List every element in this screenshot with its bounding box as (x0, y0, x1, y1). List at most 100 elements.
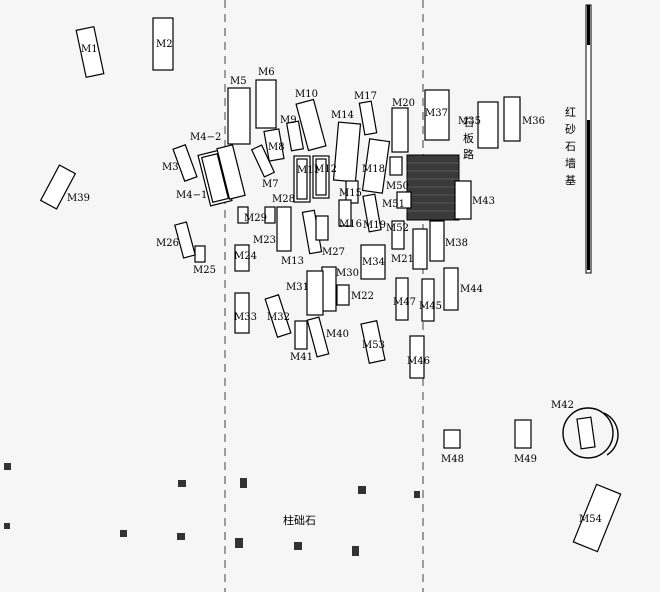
burial-label-m4-1: M4−1 (176, 190, 207, 201)
burial-label-m28: M28 (272, 194, 295, 205)
burial-label-m9: M9 (280, 115, 297, 126)
burial-m18 (361, 138, 391, 194)
burial-m40 (306, 316, 330, 358)
burial-m33 (234, 292, 250, 334)
burial-label-m36: M36 (522, 116, 545, 127)
burial-m34 (360, 244, 386, 280)
burial-m39 (39, 164, 77, 210)
burial-m52 (391, 220, 405, 250)
burial-m4-1-inner (200, 153, 230, 203)
burial-m41 (294, 320, 308, 350)
burial-m26 (174, 221, 196, 259)
burial-label-m53: M53 (362, 340, 385, 351)
burial-m11-inner (296, 158, 308, 200)
burial-m35 (477, 101, 499, 149)
burial-label-m6: M6 (258, 67, 275, 78)
burial-label-m46: M46 (407, 356, 430, 367)
pillar-base-label: 柱础石 (283, 513, 316, 527)
burial-m50 (389, 156, 403, 176)
wall-foundation-label: 红砂石墙基 (565, 106, 576, 187)
burial-label-m39: M39 (67, 193, 90, 204)
burial-m38 (429, 220, 445, 262)
burial-label-m32: M32 (267, 312, 290, 323)
burial-m6 (255, 79, 277, 129)
burial-m9 (285, 120, 305, 152)
burial-label-m2: M2 (156, 39, 173, 50)
burial-label-m47: M47 (393, 297, 416, 308)
burial-label-m29: M29 (244, 213, 267, 224)
burial-m17 (358, 100, 378, 136)
burial-label-m14: M14 (331, 110, 354, 121)
burial-label-m54: M54 (579, 514, 602, 525)
burial-m15 (345, 180, 359, 204)
burial-label-m35: M35 (458, 116, 481, 127)
burial-m8 (263, 128, 285, 162)
burial-m54 (572, 483, 622, 553)
burial-m47 (395, 277, 409, 321)
burial-label-m30: M30 (336, 268, 359, 279)
burial-m30 (321, 266, 337, 312)
burial-label-m20: M20 (392, 98, 415, 109)
burial-m31 (306, 270, 324, 316)
burial-m21 (412, 228, 428, 270)
burial-label-m41: M41 (290, 352, 313, 363)
burial-m19 (362, 193, 382, 233)
burial-label-m10: M10 (295, 89, 318, 100)
burial-m1 (75, 25, 105, 79)
burial-label-m21: M21 (391, 254, 414, 265)
burial-label-m25: M25 (193, 265, 216, 276)
burial-m25 (194, 245, 206, 263)
burial-label-m27: M27 (322, 247, 345, 258)
stone-road (406, 154, 460, 221)
burial-m28 (264, 206, 276, 224)
burial-m4-2 (216, 144, 246, 200)
pillar-base-stones (4, 463, 420, 556)
burial-label-m7: M7 (262, 179, 279, 190)
burial-label-m50: M50 (386, 181, 409, 192)
burial-label-m48: M48 (441, 454, 464, 465)
burial-label-m49: M49 (514, 454, 537, 465)
burial-label-m18: M18 (362, 164, 385, 175)
burial-label-m52: M52 (386, 223, 409, 234)
burial-m12-inner (315, 158, 327, 196)
burial-m5 (227, 87, 251, 145)
burial-label-m22: M22 (351, 291, 374, 302)
burial-m42 (576, 416, 596, 450)
burial-m27 (315, 215, 329, 241)
burial-label-m51: M51 (382, 199, 405, 210)
burial-m16 (338, 199, 352, 227)
burial-m10 (295, 98, 327, 152)
burial-m53 (360, 320, 386, 364)
burial-label-m38: M38 (445, 238, 468, 249)
burial-pits (39, 17, 622, 553)
m42-circle (562, 407, 619, 459)
burial-label-m16: M16 (339, 219, 362, 230)
burial-m2 (152, 17, 174, 71)
burial-label-m44: M44 (460, 284, 483, 295)
burial-m37 (424, 89, 450, 141)
wall-foundation (585, 4, 592, 274)
burial-m49 (514, 419, 532, 449)
burial-label-m45: M45 (419, 301, 442, 312)
burial-label-m24: M24 (234, 251, 257, 262)
burial-label-m31: M31 (286, 282, 309, 293)
burial-label-m17: M17 (354, 91, 377, 102)
burial-label-m5: M5 (230, 76, 247, 87)
burial-label-m4-2: M4−2 (190, 132, 221, 143)
burial-label-m1: M1 (81, 44, 98, 55)
burial-m32 (264, 294, 292, 338)
burial-m51 (396, 191, 412, 209)
burial-m48 (443, 429, 461, 449)
burial-m3 (172, 144, 198, 182)
burial-label-m42: M42 (551, 400, 574, 411)
burial-label-m8: M8 (268, 142, 285, 153)
burial-m14 (332, 121, 362, 183)
burial-m36 (503, 96, 521, 142)
burial-label-m12: M12 (314, 164, 337, 175)
burial-label-m37: M37 (425, 108, 448, 119)
burial-m29 (237, 206, 249, 224)
stone-road-label: 石板路 (463, 116, 474, 161)
burial-m20 (391, 107, 409, 153)
burial-label-m11: M11 (297, 165, 320, 176)
